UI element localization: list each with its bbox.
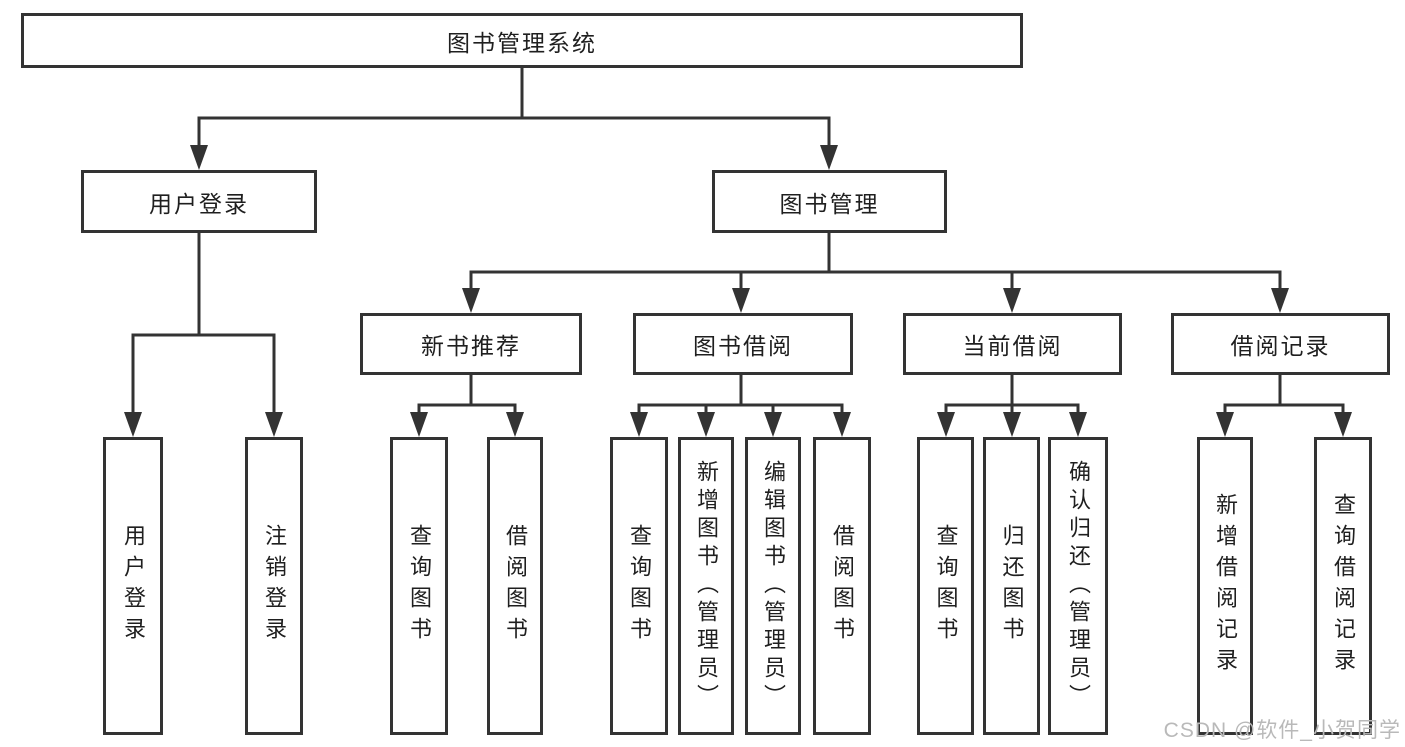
leaf-borrow-edit-label: 编辑图书（管理员） bbox=[761, 460, 786, 712]
node-user-login: 用户登录 bbox=[81, 170, 317, 233]
leaf-record-add-label: 新增借阅记录 bbox=[1213, 493, 1238, 679]
leaf-record-query-label: 查询借阅记录 bbox=[1331, 493, 1356, 679]
leaf-current-query: 查询图书 bbox=[917, 437, 974, 735]
leaf-user-login-label: 用户登录 bbox=[121, 524, 146, 648]
leaf-logout: 注销登录 bbox=[245, 437, 303, 735]
leaf-borrow-add: 新增图书（管理员） bbox=[678, 437, 734, 735]
leaf-borrow-edit: 编辑图书（管理员） bbox=[745, 437, 801, 735]
leaf-borrow-query-label: 查询图书 bbox=[627, 524, 652, 648]
leaf-logout-label: 注销登录 bbox=[262, 524, 287, 648]
leaf-user-login: 用户登录 bbox=[103, 437, 163, 735]
leaf-borrow-book-label: 借阅图书 bbox=[830, 524, 855, 648]
node-borrow-records: 借阅记录 bbox=[1171, 313, 1390, 375]
node-borrow-records-label: 借阅记录 bbox=[1230, 333, 1331, 359]
leaf-newbook-borrow-label: 借阅图书 bbox=[503, 524, 528, 648]
leaf-borrow-query: 查询图书 bbox=[610, 437, 668, 735]
node-root-label: 图书管理系统 bbox=[447, 29, 597, 56]
leaf-borrow-add-label: 新增图书（管理员） bbox=[694, 460, 719, 712]
node-user-login-label: 用户登录 bbox=[149, 190, 249, 217]
leaf-record-query: 查询借阅记录 bbox=[1314, 437, 1372, 735]
csdn-watermark: CSDN @软件_小贺同学 bbox=[1163, 719, 1401, 742]
node-new-book-recommend-label: 新书推荐 bbox=[421, 333, 521, 359]
leaf-current-confirm-label: 确认归还（管理员） bbox=[1066, 460, 1091, 712]
node-book-management-label: 图书管理 bbox=[779, 190, 880, 217]
node-current-borrow-label: 当前借阅 bbox=[962, 333, 1063, 359]
leaf-current-return-label: 归还图书 bbox=[999, 524, 1025, 648]
leaf-record-add: 新增借阅记录 bbox=[1197, 437, 1253, 735]
leaf-newbook-query-label: 查询图书 bbox=[407, 524, 432, 648]
node-current-borrow: 当前借阅 bbox=[903, 313, 1122, 375]
leaf-newbook-borrow: 借阅图书 bbox=[487, 437, 543, 735]
leaf-current-return: 归还图书 bbox=[983, 437, 1040, 735]
arrowheads bbox=[124, 145, 1352, 437]
leaf-borrow-book: 借阅图书 bbox=[813, 437, 871, 735]
node-new-book-recommend: 新书推荐 bbox=[360, 313, 582, 375]
node-book-borrow-label: 图书借阅 bbox=[693, 333, 793, 359]
node-root-system: 图书管理系统 bbox=[21, 13, 1023, 68]
leaf-current-confirm: 确认归还（管理员） bbox=[1048, 437, 1108, 735]
leaf-current-query-label: 查询图书 bbox=[933, 524, 959, 648]
leaf-newbook-query: 查询图书 bbox=[390, 437, 448, 735]
node-book-borrow: 图书借阅 bbox=[633, 313, 853, 375]
node-book-management: 图书管理 bbox=[712, 170, 947, 233]
